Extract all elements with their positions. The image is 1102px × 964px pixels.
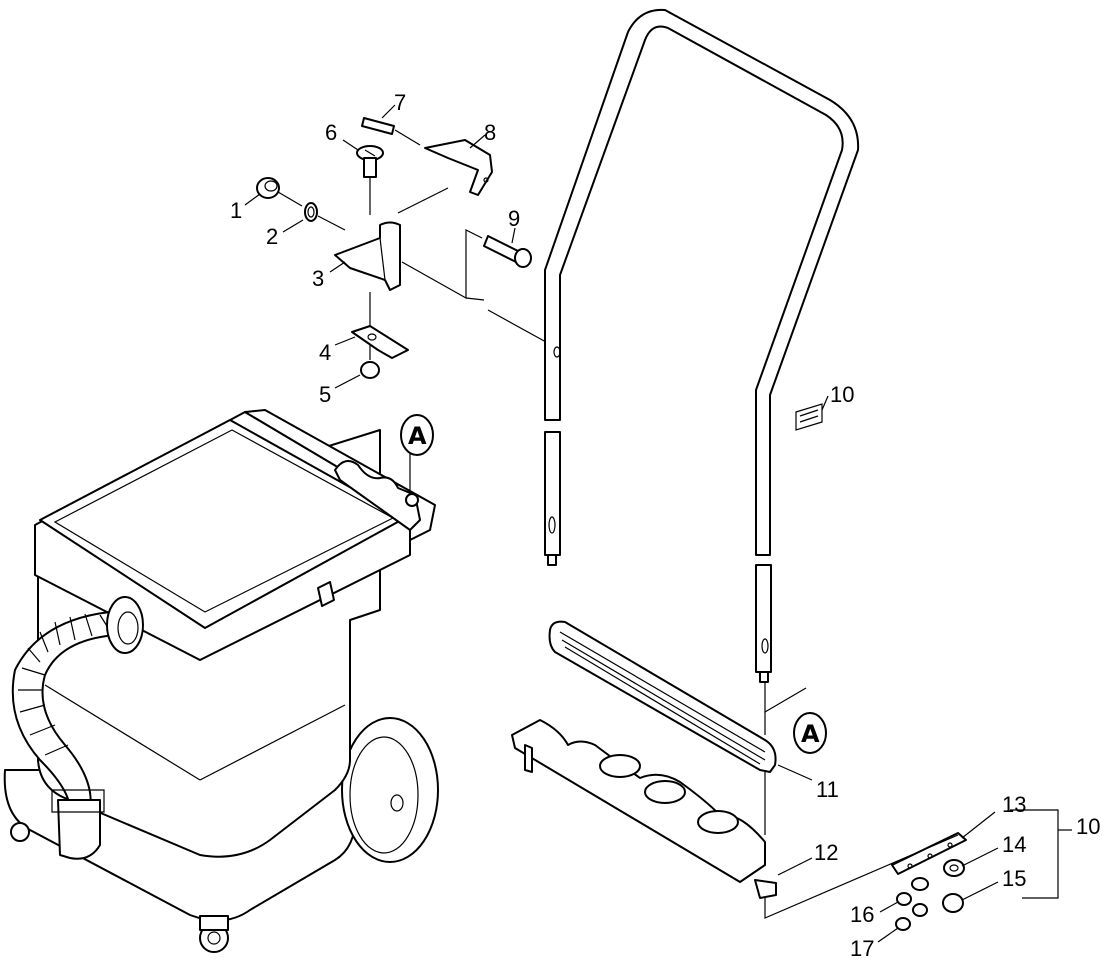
- part-4-clip: [351, 325, 409, 359]
- callout-15: 15: [1002, 866, 1026, 891]
- callout-10-handle: 10: [830, 382, 854, 407]
- part-13-plate: [891, 832, 967, 875]
- part-9-bolt: [483, 235, 532, 268]
- callout-3: 3: [312, 266, 324, 291]
- reference-marker-lower-label: A: [801, 720, 820, 748]
- handle-label-sticker: [795, 403, 823, 431]
- part-6-screw: [356, 145, 384, 178]
- part-15-washer: [942, 893, 964, 913]
- callout-1: 1: [230, 198, 242, 223]
- part-16-nuts: [896, 877, 929, 917]
- reference-marker-upper: A: [400, 414, 434, 456]
- assembly-lines: [277, 129, 959, 919]
- suction-hose: [11, 596, 144, 860]
- part-5-nut: [360, 361, 380, 379]
- callout-11: 11: [816, 777, 839, 802]
- callout-12: 12: [814, 840, 838, 865]
- callout-13: 13: [1002, 792, 1026, 817]
- reference-marker-upper-label: A: [408, 422, 427, 450]
- part-11-foam-grip: [548, 620, 777, 773]
- callout-leaders: [244, 104, 1072, 943]
- part-12-hose-holder: [511, 719, 777, 899]
- callout-5: 5: [319, 382, 331, 407]
- callout-2: 2: [266, 224, 278, 249]
- callout-14: 14: [1002, 832, 1026, 857]
- callout-8: 8: [484, 120, 496, 145]
- reference-marker-lower: A: [793, 712, 827, 754]
- part-1-cap: [256, 177, 280, 199]
- part-7-pin: [361, 117, 395, 135]
- callout-9: 9: [508, 206, 520, 231]
- callout-10-kit: 10: [1076, 814, 1100, 839]
- callout-17: 17: [850, 936, 874, 961]
- vacuum-body: [3, 409, 439, 953]
- part-3-bracket: [334, 221, 401, 291]
- callout-numbers: 1 2 3 4 5 6 7 8 9 10 11 12 13 14 15 16 1…: [230, 90, 1100, 961]
- callout-4: 4: [319, 340, 331, 365]
- push-handle: [544, 8, 860, 683]
- part-2-washer: [304, 202, 318, 222]
- callout-7: 7: [394, 90, 406, 115]
- callout-6: 6: [325, 120, 337, 145]
- callout-16: 16: [850, 902, 874, 927]
- part-8-cover: [424, 139, 493, 196]
- part-17-nut: [895, 917, 911, 931]
- part-14-washer: [943, 859, 965, 877]
